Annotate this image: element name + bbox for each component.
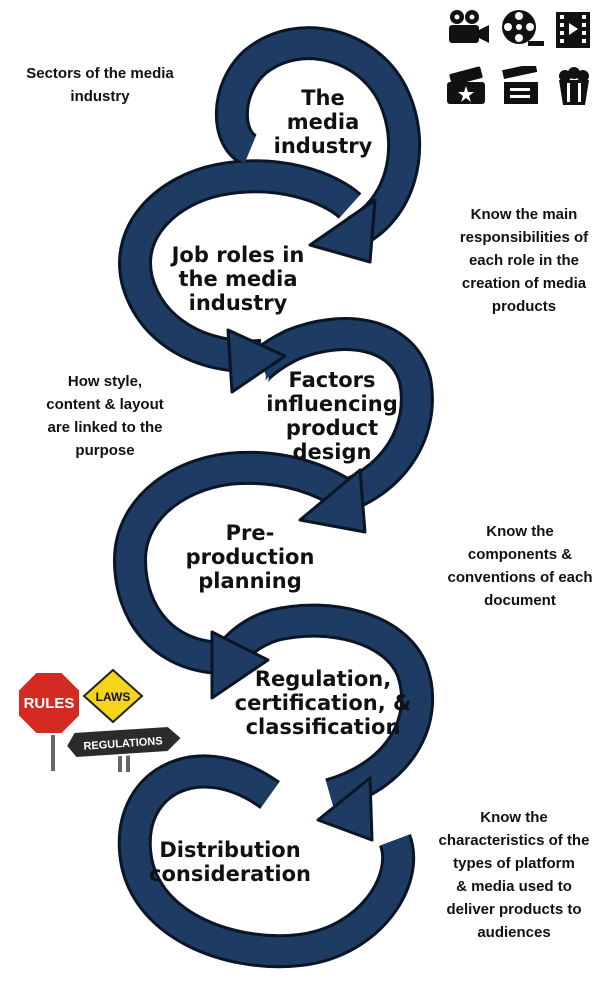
regulations-arrow-sign — [64, 724, 184, 760]
cinema-ticket-icon — [444, 66, 488, 106]
arrowhead-2 — [226, 328, 287, 394]
film-reel-icon — [500, 8, 544, 48]
arrowhead-3 — [298, 468, 367, 534]
popcorn-icon — [552, 66, 596, 106]
video-camera-icon — [446, 8, 490, 48]
svg-text:LAWS: LAWS — [96, 690, 131, 704]
svg-text:RULES: RULES — [24, 695, 75, 712]
road-signs-illustration: RULES LAWS REGULATIONS — [18, 668, 184, 772]
laws-diamond-sign — [82, 668, 144, 724]
rules-stop-sign — [18, 671, 81, 735]
stage-title-regulation: Regulation,certification, &classificatio… — [234, 667, 412, 739]
arrowhead-1 — [308, 198, 377, 264]
arrowhead-5 — [316, 776, 374, 842]
arrowhead-4 — [210, 630, 270, 700]
clapperboard-icon — [500, 63, 544, 106]
svg-text:REGULATIONS: REGULATIONS — [83, 735, 163, 752]
film-strip-icon — [552, 10, 596, 50]
